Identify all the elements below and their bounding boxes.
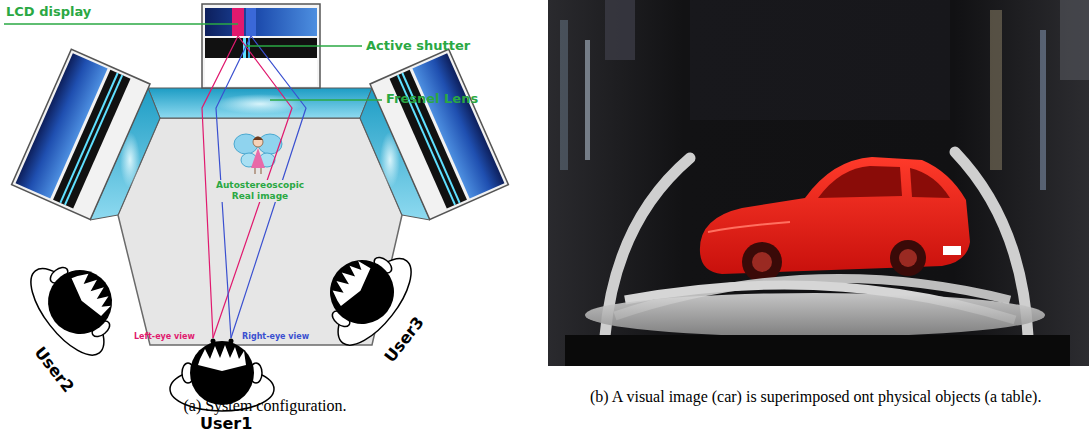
part-label: Fresnel Lens [386,91,478,107]
right-eye-pixel [246,8,256,36]
fairy-image [234,134,282,174]
table-plate [585,293,1045,337]
leader-lines [4,24,382,100]
table-base [565,335,1070,366]
user-head [18,241,137,366]
caption: (a) System configuration. [120,396,410,415]
part-label: LCD display [6,4,91,20]
user-label: User1 [200,414,252,433]
view-label: Left-eye view [134,332,195,342]
side-display [12,49,150,219]
photo-car-on-table [548,0,1089,366]
user-label: User2 [31,343,78,396]
system-configuration [4,4,508,411]
left-eye-pixel [232,8,244,36]
light-rays [202,36,306,338]
view-label: Right-eye view [242,332,309,342]
part-label: Active shutter [366,38,470,54]
image-label: Autostereoscopic Real image [214,180,306,202]
fresnel-lens [148,88,372,118]
caption: (b) A visual image (car) is superimposed… [590,387,1084,406]
side-display [370,49,508,219]
car-image [700,157,970,282]
